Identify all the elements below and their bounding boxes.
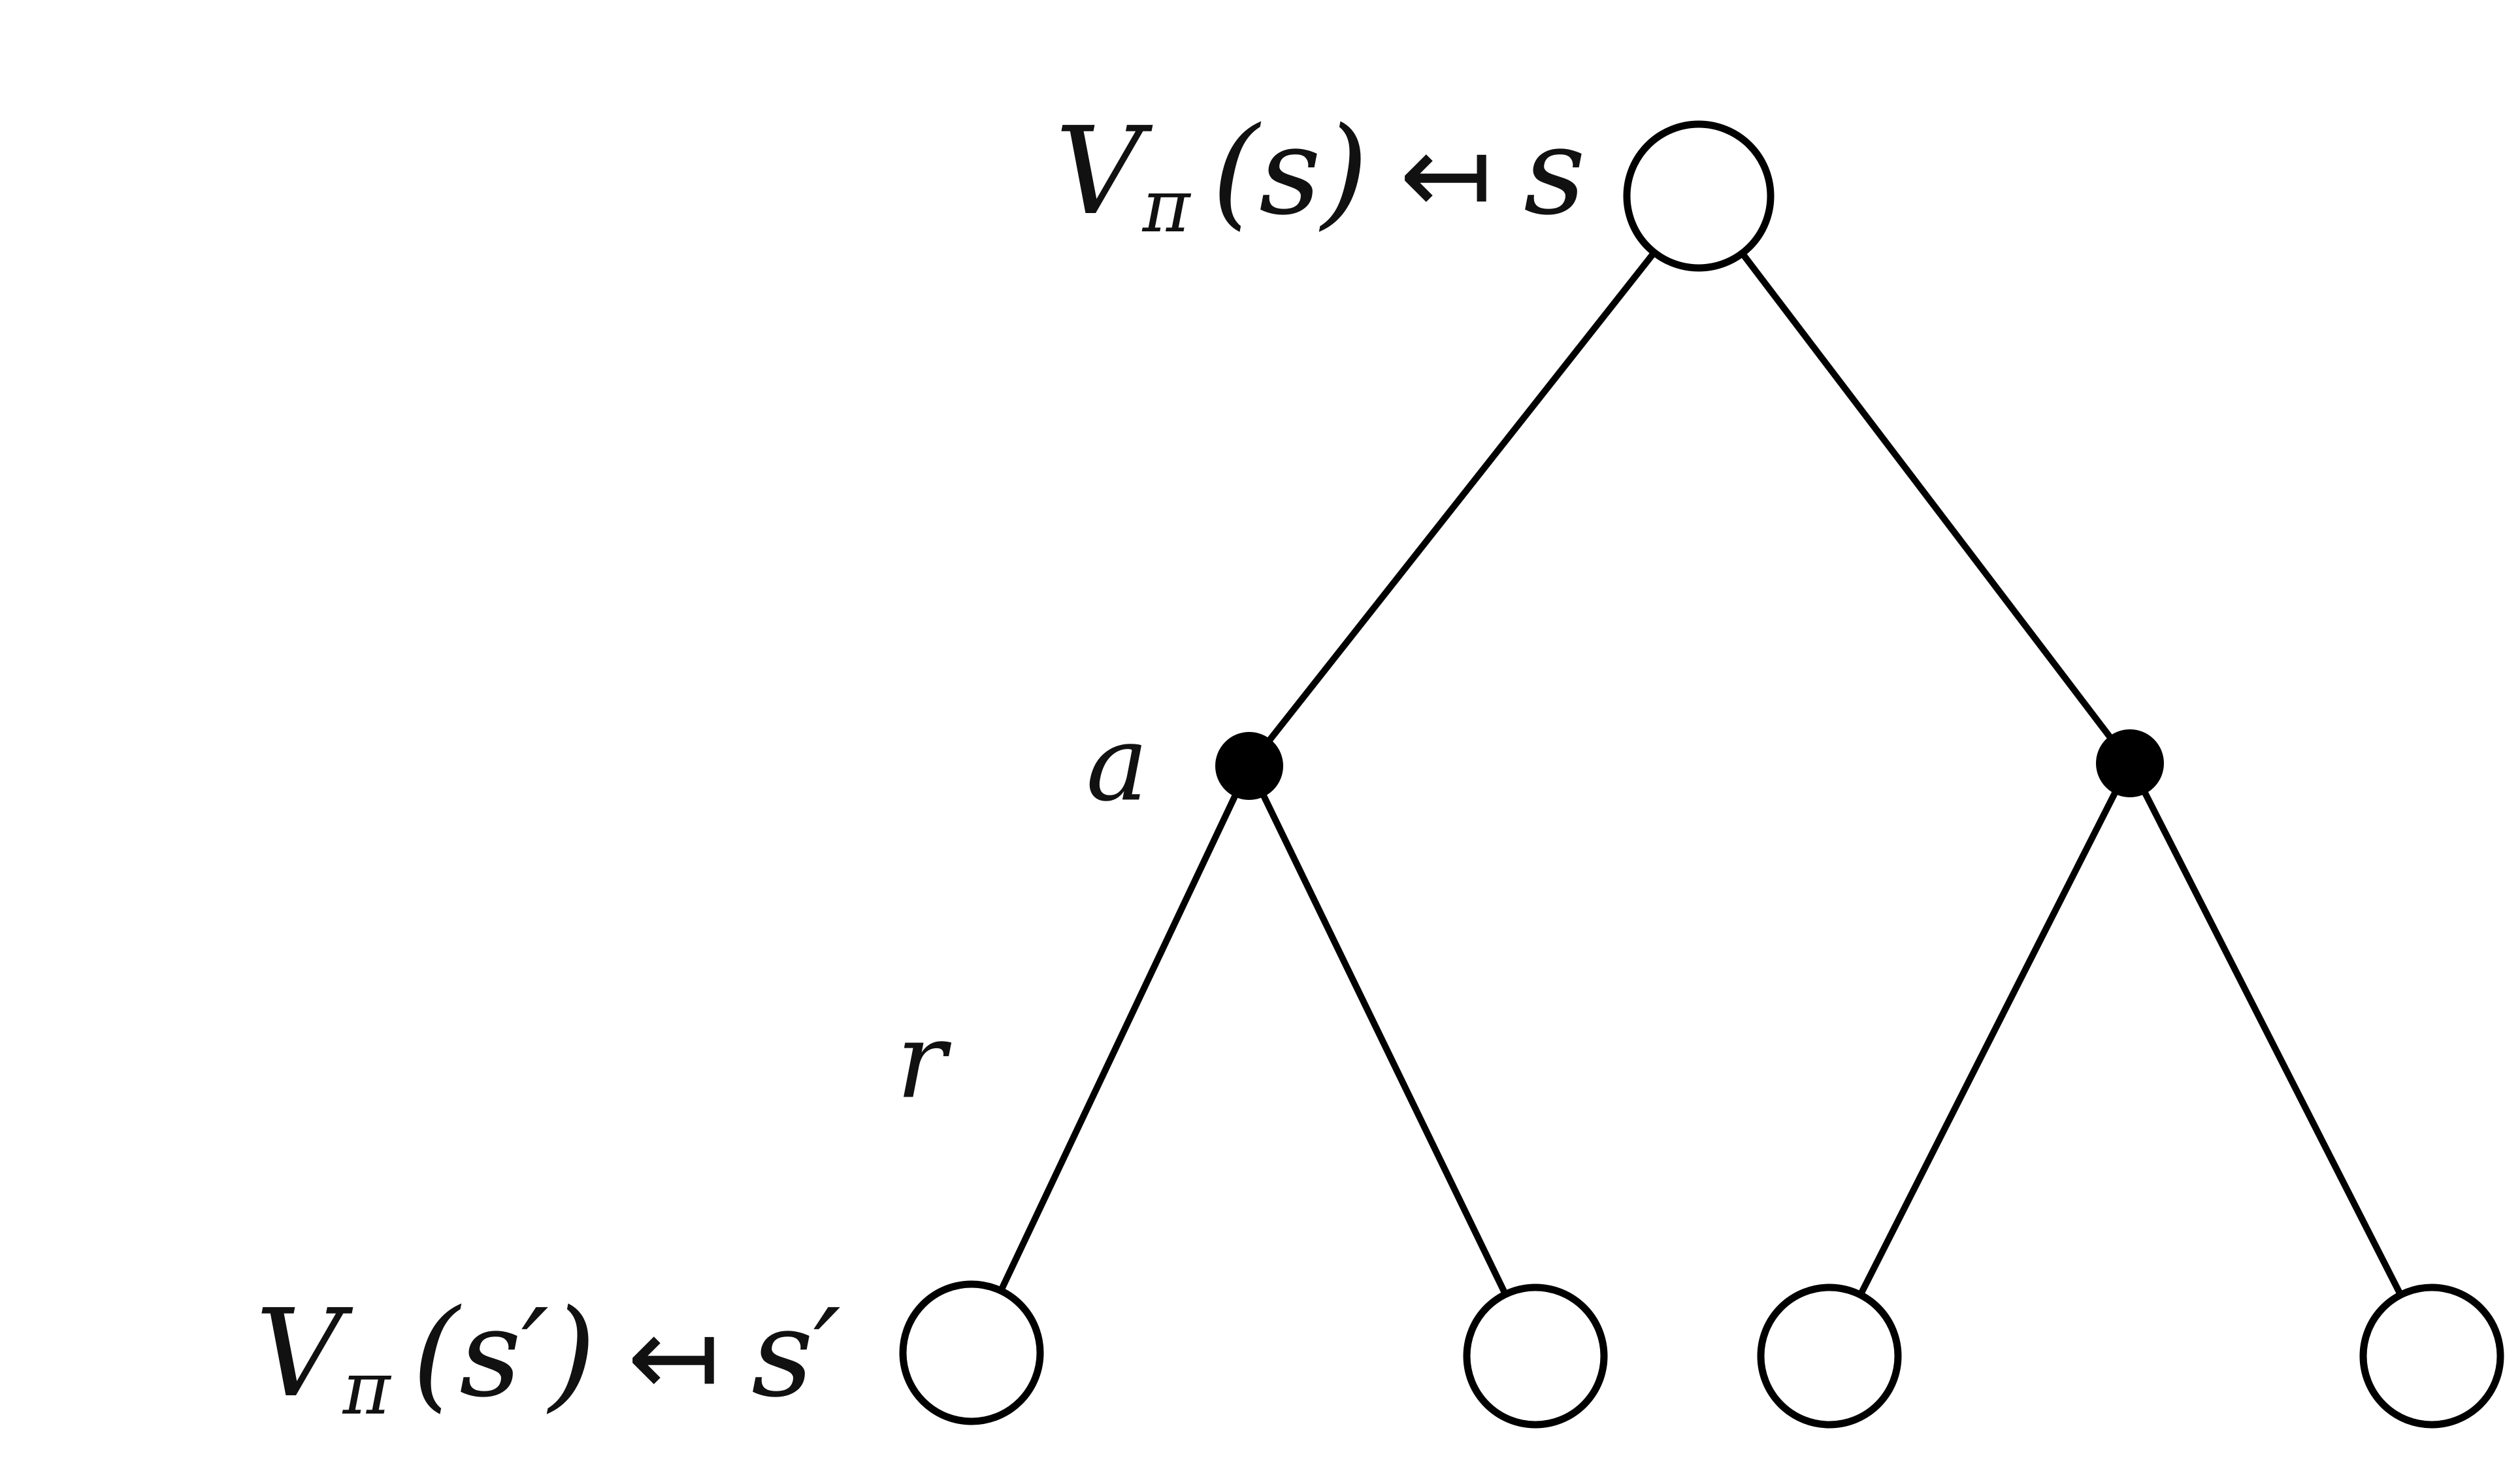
leaf-state-node-2 <box>1463 1284 1608 1429</box>
action-node-right <box>2096 729 2164 797</box>
maps-from-arrow-top: ↤ <box>1399 110 1493 240</box>
leaf-state-node-3 <box>1757 1284 1902 1429</box>
root-value-label: Vπ(s)↤s <box>1055 101 1586 243</box>
root-value-arg: (s) <box>1211 101 1369 242</box>
edge-right-action-to-leaf-3 <box>1826 761 2133 1358</box>
maps-from-arrow-bottom: ↤ <box>627 1293 721 1422</box>
root-state-symbol: s <box>1524 101 1586 242</box>
edge-right-action-to-leaf-4 <box>2127 761 2435 1358</box>
action-label: a <box>1086 702 1149 825</box>
edge-root-to-left-action <box>1247 193 1701 769</box>
edge-left-action-to-leaf-1 <box>968 764 1252 1355</box>
root-value-subscript: π <box>1142 164 1190 249</box>
leaf-state-node-1 <box>899 1280 1044 1425</box>
action-node-left <box>1215 732 1283 800</box>
leaf-value-arg: (s′) <box>412 1283 597 1424</box>
leaf-value-label: Vπ(s′)↤s′ <box>255 1283 841 1425</box>
edge-left-action-to-leaf-2 <box>1246 764 1539 1358</box>
leaf-value-subscript: π <box>342 1346 391 1431</box>
leaf-state-node-4 <box>2359 1284 2504 1429</box>
reward-label: r <box>896 999 947 1122</box>
edge-root-to-right-action <box>1696 193 2133 766</box>
leaf-value-var: V <box>255 1283 343 1424</box>
root-state-node <box>1623 120 1775 272</box>
root-value-var: V <box>1055 101 1143 242</box>
leaf-state-symbol: s′ <box>751 1283 841 1424</box>
